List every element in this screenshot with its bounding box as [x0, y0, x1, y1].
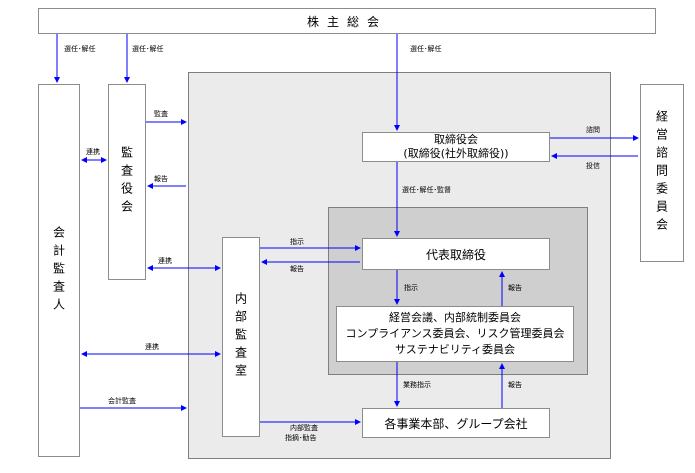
label-internal-audit-2: 指摘･勧告: [285, 434, 317, 442]
label-instruct-1: 指示: [290, 238, 304, 246]
label-instruct-2: 指示: [404, 284, 418, 292]
label-business-instruct: 業務指示: [403, 381, 431, 389]
label-report-to-kansa: 報告: [154, 175, 168, 183]
label-appoint-kansa: 選任･解任: [132, 45, 164, 53]
committees-line-2: コンプライアンス委員会、リスク管理委員会: [345, 327, 565, 340]
advisory-committee-box: 経営諮問委員会: [640, 84, 684, 262]
label-answer: 投信: [586, 162, 600, 170]
label-liaison-2: 連携: [158, 257, 172, 265]
label-report-1: 報告: [290, 265, 304, 273]
board-subtitle: (取締役(社外取締役)): [403, 147, 509, 160]
shareholders-meeting-box: 株主総会: [38, 8, 656, 34]
label-internal-audit-1: 内部監査: [290, 424, 318, 432]
label-report-3: 報告: [508, 381, 522, 389]
divisions-box: 各事業本部、グループ会社: [362, 408, 550, 438]
committees-box: 経営会議、内部統制委員会 コンプライアンス委員会、リスク管理委員会 サステナビリ…: [336, 306, 574, 362]
audit-board-box: 監査役会: [108, 84, 146, 280]
committees-line-1: 経営会議、内部統制委員会: [389, 311, 521, 324]
label-appoint-board: 選任･解任: [410, 45, 442, 53]
board-of-directors-box: 取締役会 (取締役(社外取締役)): [362, 132, 550, 162]
committees-line-3: サステナビリティ委員会: [394, 343, 516, 356]
label-kansa: 監査: [154, 110, 168, 118]
ceo-box: 代表取締役: [362, 238, 550, 270]
accounting-auditor-box: 会計監査人: [38, 84, 80, 457]
label-liaison-3: 連携: [145, 343, 159, 351]
internal-audit-box: 内部監査室: [222, 237, 260, 437]
board-title: 取締役会: [434, 133, 478, 146]
label-board-to-ceo: 選任･解任･監督: [402, 186, 451, 194]
label-consult: 諮問: [586, 126, 600, 134]
label-report-2: 報告: [508, 284, 522, 292]
label-liaison-1: 連携: [86, 148, 100, 156]
label-appoint-auditor: 選任･解任: [64, 45, 96, 53]
label-accounting-audit: 会計監査: [108, 397, 136, 405]
